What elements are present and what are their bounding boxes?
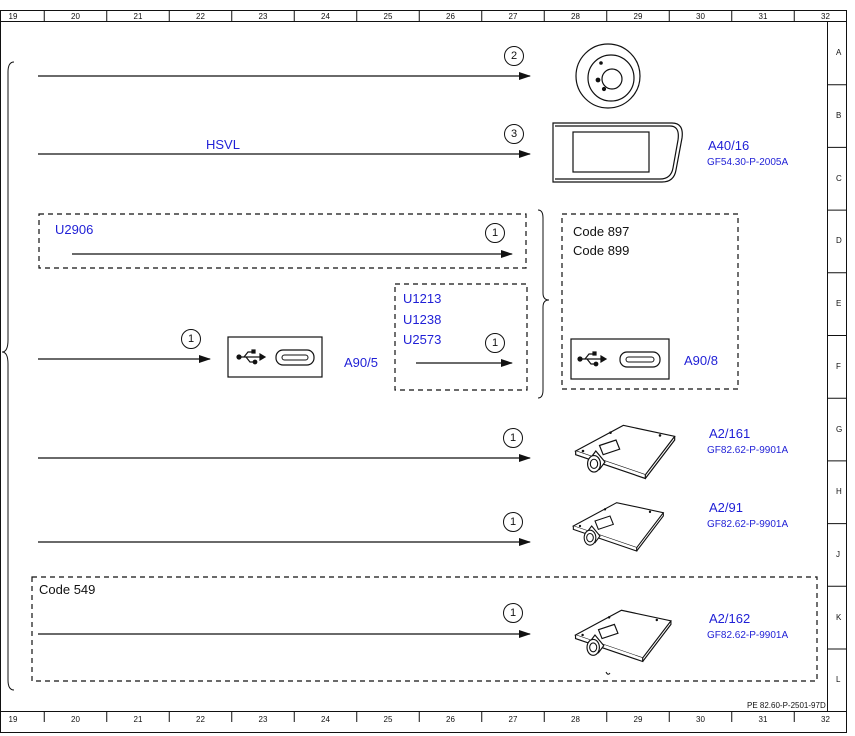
- column-label-top: 27: [508, 12, 518, 21]
- group-brace: [537, 209, 550, 399]
- component-ref-a2-161[interactable]: GF82.62-P-9901A: [707, 445, 789, 456]
- component-id-a2-162[interactable]: A2/162: [709, 611, 751, 626]
- group-code-897: [561, 213, 739, 390]
- signal-label-u2573: U2573: [403, 332, 442, 347]
- row-label: A: [836, 48, 842, 58]
- antenna-module-a2-162: [574, 609, 672, 663]
- usb-port-a90-5: [227, 336, 323, 378]
- column-label-bottom: 19: [8, 715, 18, 724]
- component-id-a2-91[interactable]: A2/91: [709, 500, 743, 515]
- marker-3: 3: [504, 124, 524, 144]
- column-label-top: 23: [258, 12, 268, 21]
- component-ref-a2-162[interactable]: GF82.62-P-9901A: [707, 630, 789, 641]
- component-id-a90-8[interactable]: A90/8: [684, 353, 718, 368]
- marker-1-a2-161: 1: [503, 428, 523, 448]
- column-label-bottom: 22: [196, 715, 205, 724]
- column-label-top: 32: [821, 12, 830, 21]
- column-label-bottom: 31: [758, 715, 768, 724]
- column-label-top: 25: [383, 12, 393, 21]
- column-label-top: 30: [696, 12, 705, 21]
- column-label-bottom: 23: [258, 715, 268, 724]
- antenna-module-a2-161: [575, 424, 676, 480]
- row-label: H: [836, 487, 842, 497]
- column-label-top: 22: [196, 12, 205, 21]
- dashed-group-outlines: [31, 213, 818, 682]
- signal-label-u1213: U1213: [403, 291, 442, 306]
- antenna-module-a2-91: [572, 502, 664, 552]
- row-label: L: [836, 675, 841, 685]
- marker-1-a2-91: 1: [503, 512, 523, 532]
- column-label-top: 21: [133, 12, 143, 21]
- column-label-bottom: 28: [571, 715, 580, 724]
- column-label-bottom: 26: [446, 715, 455, 724]
- row-label: C: [836, 173, 842, 183]
- column-label-top: 28: [571, 12, 580, 21]
- row-label: B: [836, 111, 842, 121]
- display-unit-a40-16: [552, 122, 683, 183]
- marker-2: 2: [504, 46, 524, 66]
- component-id-a90-5[interactable]: A90/5: [344, 355, 378, 370]
- signal-label-hsvl: HSVL: [206, 137, 240, 152]
- column-label-top: 31: [758, 12, 768, 21]
- row-label: D: [836, 236, 842, 246]
- column-label-bottom: 32: [821, 715, 830, 724]
- column-tick-marks: [43, 10, 795, 722]
- usb-symbol-icon: [236, 349, 267, 365]
- signal-label-u1238: U1238: [403, 312, 442, 327]
- code-label-899: Code 899: [573, 243, 630, 258]
- left-brace: [1, 61, 15, 691]
- usb-symbol-icon: [577, 351, 608, 367]
- signal-lines: [38, 72, 531, 638]
- marker-1-a90-5: 1: [181, 329, 201, 349]
- column-label-top: 26: [446, 12, 455, 21]
- signal-label-u2906: U2906: [55, 222, 94, 237]
- code-label-897: Code 897: [573, 224, 630, 239]
- column-label-top: 20: [71, 12, 80, 21]
- row-label: J: [836, 549, 840, 559]
- column-label-bottom: 27: [508, 715, 518, 724]
- row-label: F: [836, 361, 841, 371]
- component-ref-a40-16[interactable]: GF54.30-P-2005A: [707, 157, 789, 168]
- marker-1-a2-162: 1: [503, 603, 523, 623]
- small-hook-mark: [605, 671, 611, 675]
- drawing-frame: [0, 10, 847, 733]
- code-label-549: Code 549: [39, 582, 96, 597]
- column-label-bottom: 24: [321, 715, 330, 724]
- component-id-a2-161[interactable]: A2/161: [709, 426, 751, 441]
- group-u2906: [38, 213, 527, 269]
- component-ref-a2-91[interactable]: GF82.62-P-9901A: [707, 519, 789, 530]
- row-tick-marks: [827, 84, 847, 650]
- column-label-bottom: 21: [133, 715, 143, 724]
- marker-1-u2906: 1: [485, 223, 505, 243]
- row-label: G: [836, 424, 843, 434]
- column-label-bottom: 25: [383, 715, 393, 724]
- column-label-top: 19: [8, 12, 18, 21]
- row-label: E: [836, 299, 842, 309]
- group-code-549: [31, 576, 818, 682]
- knob-component: [575, 43, 641, 109]
- marker-1-u1213: 1: [485, 333, 505, 353]
- row-label: K: [836, 612, 842, 622]
- usb-port-a90-8: [570, 338, 670, 380]
- group-u1213: [394, 283, 528, 391]
- column-label-bottom: 30: [696, 715, 705, 724]
- document-reference: PE 82.60-P-2501-97D: [747, 701, 826, 710]
- column-label-top: 24: [321, 12, 330, 21]
- column-label-top: 29: [633, 12, 643, 21]
- component-id-a40-16[interactable]: A40/16: [708, 138, 750, 153]
- column-label-bottom: 29: [633, 715, 643, 724]
- column-label-bottom: 20: [71, 715, 80, 724]
